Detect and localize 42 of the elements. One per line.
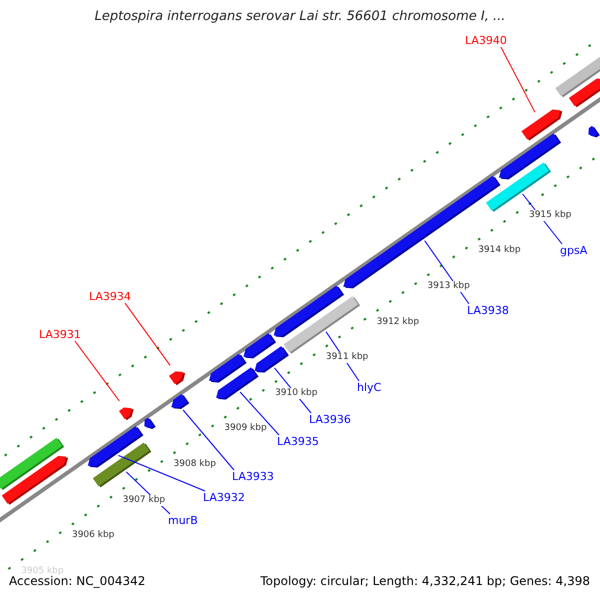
gene-bar — [92, 442, 152, 488]
footer-text: Accession: NC_004342 — [9, 574, 146, 588]
scale-label: 3907 kbp — [122, 494, 166, 506]
scale-label: 3909 kbp — [224, 423, 267, 434]
gene-label: LA3938 — [467, 304, 509, 317]
scale-label: 3911 kbp — [326, 352, 368, 364]
gene-feature — [2, 456, 68, 505]
gene-feature — [144, 418, 156, 429]
scale-label: 3914 kbp — [478, 245, 521, 256]
gene-label: murB — [168, 514, 198, 527]
gene-feature — [274, 286, 344, 338]
gene-label: LA3931 — [39, 328, 81, 341]
gene-feature — [243, 333, 276, 358]
leader-line — [500, 46, 536, 113]
scale-label: 3906 kbp — [72, 530, 114, 542]
gene-label: LA3933 — [232, 470, 274, 483]
gene-feature — [171, 394, 190, 409]
leader-line — [240, 392, 280, 436]
scale-label: 3908 kbp — [174, 458, 216, 470]
gene-feature — [168, 371, 186, 386]
gene-feature — [588, 126, 600, 138]
scale-label: 3915 kbp — [528, 210, 572, 221]
leader-line — [182, 410, 234, 470]
gene-feature — [498, 133, 562, 180]
title: Leptospira interrogans serovar Lai str. 56601 chromosome I, ... — [94, 9, 506, 24]
gene-label: LA3936 — [309, 413, 351, 426]
scale-label: 3910 kbp — [275, 388, 318, 399]
footer-text: Topology: circular; Length: 4,332,241 bp; Genes: 4,398 — [260, 574, 590, 588]
leader-line — [74, 340, 120, 402]
scale-label: 3912 kbp — [376, 316, 420, 328]
gene-label: LA3934 — [89, 290, 131, 303]
gene-feature — [119, 408, 134, 420]
gene-label: hlyC — [357, 381, 382, 394]
gene-label: gpsA — [560, 244, 588, 257]
gene-label: LA3932 — [203, 491, 245, 504]
gene-label: LA3940 — [465, 34, 507, 47]
leader-line — [118, 454, 206, 492]
scale-label: 3913 kbp — [427, 280, 470, 292]
leader-line — [124, 302, 171, 366]
gene-label: LA3935 — [277, 435, 319, 448]
gene-feature — [209, 354, 247, 383]
gene-bar — [555, 56, 600, 98]
